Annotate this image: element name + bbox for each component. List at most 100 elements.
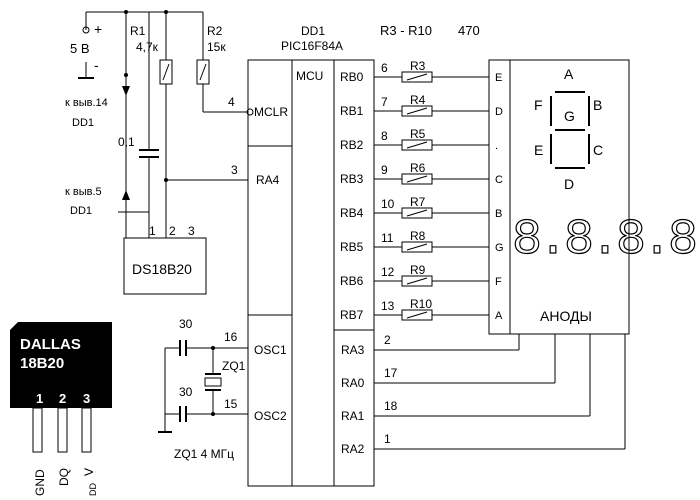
seg-e-label: E — [534, 142, 543, 158]
power-plus-label: + — [94, 21, 102, 37]
crystal-junction-top — [211, 346, 215, 350]
pin-rb0-label: RB0 — [340, 70, 364, 84]
power-supply: + 5 В - — [70, 21, 102, 79]
pin-rb1-num: 7 — [381, 95, 388, 109]
ds18b20-pin3: 3 — [188, 224, 195, 238]
pin-rb5-label: RB5 — [340, 240, 364, 254]
pin-rb4-label: RB4 — [340, 206, 364, 220]
mclr-inversion-circle — [246, 108, 254, 116]
package-label-v: V — [82, 468, 96, 476]
pin-rb3-num: 9 — [381, 163, 388, 177]
package-leg3 — [81, 407, 92, 453]
pin-rb5-num: 11 — [381, 231, 394, 245]
resistor-stripe — [406, 175, 428, 183]
resistor-stripe — [406, 311, 428, 319]
display-seg-input-2: . — [495, 140, 498, 152]
package-leg1 — [32, 407, 43, 453]
display-seg-input-0: E — [495, 72, 502, 84]
resistor-stripe — [406, 277, 428, 285]
display-anodes-label: АНОДЫ — [540, 308, 592, 324]
seg-g-label: G — [564, 108, 575, 124]
mcu-core-label: MCU — [296, 69, 323, 83]
package-label-gnd: GND — [33, 469, 47, 496]
oscillator-caption: ZQ1 4 МГц — [174, 447, 234, 461]
osc-cap2-label: 30 — [179, 385, 193, 399]
power-minus-label: - — [94, 57, 99, 73]
pin-ra0-label: RA0 — [341, 376, 365, 390]
seg-a-label: A — [564, 66, 574, 82]
power-voltage-label: 5 В — [70, 41, 90, 56]
pin-ra3-label: RA3 — [341, 343, 365, 357]
pin14-ref-line2: DD1 — [72, 117, 94, 129]
display-digits: 8.8.8.8. — [512, 212, 700, 269]
seg-c-label: C — [593, 142, 603, 158]
pin-rb3-label: RB3 — [340, 172, 364, 186]
osc2-pin-num: 15 — [224, 397, 238, 411]
pin-ra0-num: 17 — [384, 366, 398, 380]
display-body — [488, 59, 630, 335]
pin5-arrow-icon — [122, 190, 130, 200]
display-seg-input-1: D — [495, 106, 503, 118]
seg-f-label: F — [534, 97, 543, 113]
r3-r10-label: R3 - R10 — [380, 23, 432, 38]
resistor-r3-label: R3 — [410, 59, 426, 73]
crystal-label: ZQ1 — [222, 359, 246, 373]
mcu-body — [247, 59, 375, 487]
pin-rb4-num: 10 — [381, 197, 395, 211]
resistor-r8-label: R8 — [410, 229, 426, 243]
pin-ra4-label: RA4 — [256, 173, 280, 187]
mcu-ref: DD1 — [301, 24, 325, 38]
resistor-stripe — [406, 107, 428, 115]
resistor-r7-label: R7 — [410, 195, 426, 209]
r1-name: R1 — [130, 24, 146, 38]
pin-osc1-label: OSC1 — [254, 343, 287, 357]
package-body — [10, 322, 112, 408]
pin-rb0-num: 6 — [381, 61, 388, 75]
pin-ra1-label: RA1 — [341, 409, 365, 423]
pin-rb2-label: RB2 — [340, 138, 364, 152]
pin-ra2-label: RA2 — [341, 442, 365, 456]
pin-rb1-label: RB1 — [340, 104, 364, 118]
pin-rb7-num: 13 — [381, 299, 395, 313]
resistor-r9-label: R9 — [410, 263, 426, 277]
package-line2: 18B20 — [20, 355, 64, 372]
r1-stripe — [162, 63, 170, 81]
ds18b20-body — [123, 237, 207, 295]
resistor-r6-label: R6 — [410, 161, 426, 175]
pin-ra2-num: 1 — [384, 432, 391, 446]
pin-osc2-label: OSC2 — [254, 409, 287, 423]
ds18b20-pin1: 1 — [149, 224, 156, 238]
display-seg-input-7: A — [495, 310, 503, 322]
resistor-stripe — [406, 243, 428, 251]
package-pin2: 2 — [59, 391, 66, 406]
package-label-dd: DD — [88, 483, 98, 496]
oscillator-circuit: 16 15 30 30 ZQ1 ZQ1 4 МГц — [158, 317, 248, 461]
pin5-ref-line2: DD1 — [70, 205, 92, 217]
pin-ra1-num: 18 — [384, 399, 398, 413]
capacitor-main-label: 0,1 — [118, 135, 135, 149]
r2-stripe — [199, 63, 207, 81]
display-seg-input-5: G — [495, 242, 504, 254]
mcu-part: PIC16F84A — [281, 39, 343, 53]
seg-b-label: B — [593, 97, 602, 113]
pin5-ref-line1: к выв.5 — [65, 186, 102, 198]
resistor-stripe — [406, 209, 428, 217]
ds18b20-label: DS18B20 — [132, 261, 192, 277]
display-seg-input-6: F — [495, 276, 502, 288]
resistor-stripe — [406, 141, 428, 149]
pin-mclr-label: MCLR — [254, 105, 288, 119]
osc-cap1-label: 30 — [179, 317, 193, 331]
pin-rb7-label: RB7 — [340, 308, 364, 322]
pin-rb6-num: 12 — [381, 265, 395, 279]
package-leg2 — [57, 407, 68, 453]
mclr-pin-num: 4 — [228, 95, 235, 109]
pin-rb6-label: RB6 — [340, 274, 364, 288]
package-label-dq: DQ — [57, 468, 71, 486]
ds18b20-pin2: 2 — [169, 224, 176, 238]
pin-ra3-num: 2 — [384, 333, 391, 347]
osc1-pin-num: 16 — [224, 330, 238, 344]
pin-rb2-num: 8 — [381, 129, 388, 143]
